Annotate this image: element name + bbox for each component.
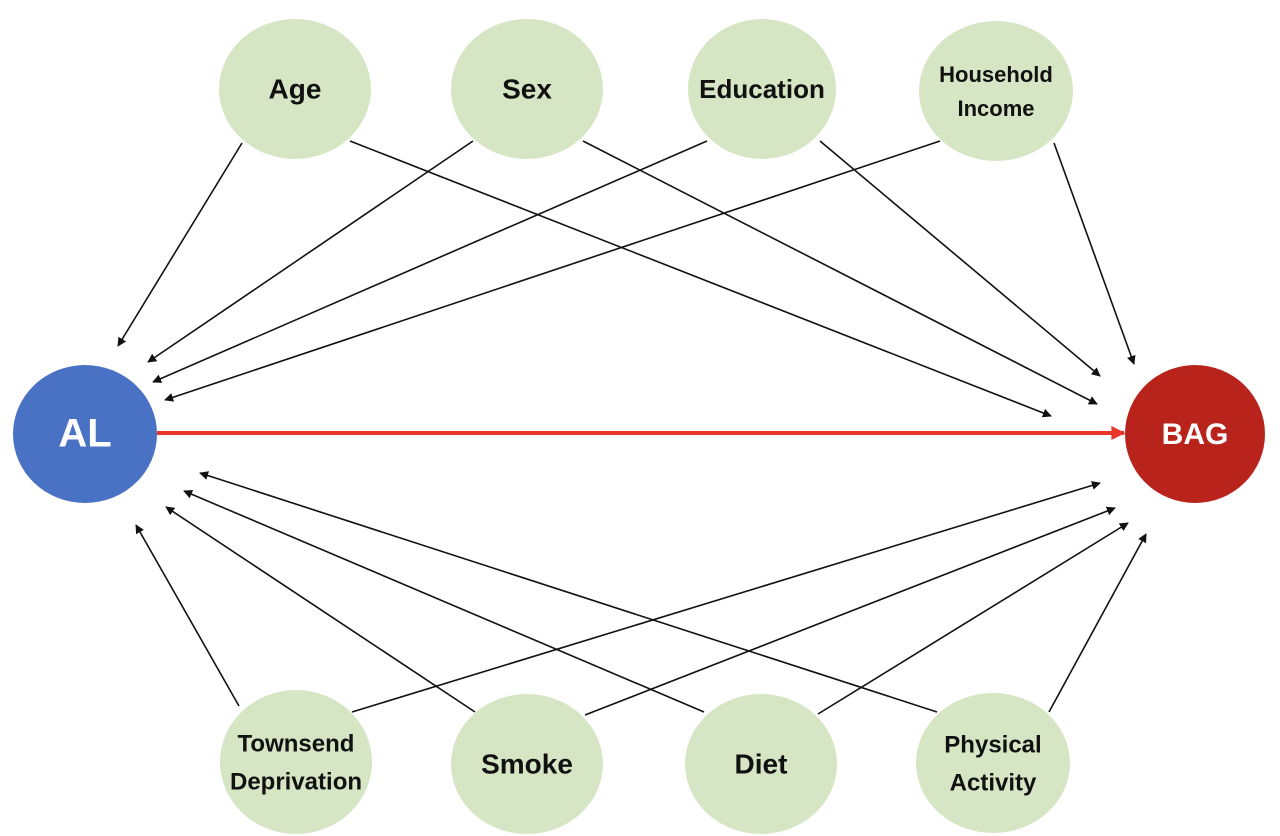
- node-diet-circle: [685, 694, 837, 834]
- node-al-circle: [13, 365, 157, 503]
- edges-layer: [117, 140, 1147, 716]
- node-smoke-circle: [451, 694, 603, 834]
- edge-physical-activity-to-bag: [1048, 533, 1147, 713]
- edge-age-to-al: [117, 142, 243, 347]
- node-sex-circle: [451, 19, 603, 159]
- node-smoke-label: Smoke: [481, 748, 573, 779]
- node-townsend-deprivation-label-line-2: Deprivation: [230, 768, 362, 795]
- edge-diet-to-bag: [817, 522, 1129, 715]
- edge-smoke-to-bag: [584, 506, 1116, 716]
- edge-age-to-bag: [349, 140, 1052, 418]
- edge-sex-to-al: [147, 140, 474, 363]
- edge-physical-activity-to-al: [199, 471, 938, 713]
- node-physical-activity-label-line-1: Physical: [944, 731, 1041, 758]
- node-sex-label: Sex: [502, 73, 552, 104]
- edge-smoke-to-al: [165, 506, 476, 713]
- edge-townsend-deprivation-to-bag: [351, 481, 1101, 713]
- node-education-label: Education: [699, 74, 825, 104]
- node-age-circle: [219, 19, 371, 159]
- node-diet-label: Diet: [735, 748, 788, 779]
- node-education: Education: [688, 19, 836, 159]
- node-townsend-deprivation-circle: [220, 690, 372, 834]
- edge-household-income-to-bag: [1053, 142, 1136, 365]
- node-al: AL: [13, 365, 157, 503]
- node-physical-activity-label-line-2: Activity: [950, 769, 1037, 796]
- node-age-label: Age: [269, 73, 322, 104]
- edge-diet-to-al: [183, 490, 705, 713]
- edge-education-to-al: [152, 140, 708, 383]
- node-physical-activity-circle: [916, 693, 1070, 833]
- node-smoke: Smoke: [451, 694, 603, 834]
- node-townsend-deprivation-label-line-1: Townsend: [238, 730, 355, 757]
- node-household-income-circle: [919, 21, 1073, 161]
- node-household-income-label-line-1: Household: [939, 62, 1053, 87]
- edge-education-to-bag: [819, 140, 1101, 377]
- node-bag: BAG: [1125, 365, 1265, 503]
- node-education-circle: [688, 19, 836, 159]
- nodes-layer: AL BAG Age Sex Education HouseholdIncomeTowns…: [13, 19, 1265, 834]
- node-bag-label: BAG: [1162, 418, 1229, 451]
- edge-sex-to-bag: [582, 140, 1098, 405]
- node-diet: Diet: [685, 694, 837, 834]
- edge-household-income-to-al: [164, 140, 941, 402]
- node-bag-circle: [1125, 365, 1265, 503]
- node-household-income-label-line-2: Income: [957, 96, 1034, 121]
- node-age: Age: [219, 19, 371, 159]
- node-sex: Sex: [451, 19, 603, 159]
- edge-townsend-deprivation-to-al: [135, 524, 240, 707]
- node-al-label: AL: [58, 412, 111, 456]
